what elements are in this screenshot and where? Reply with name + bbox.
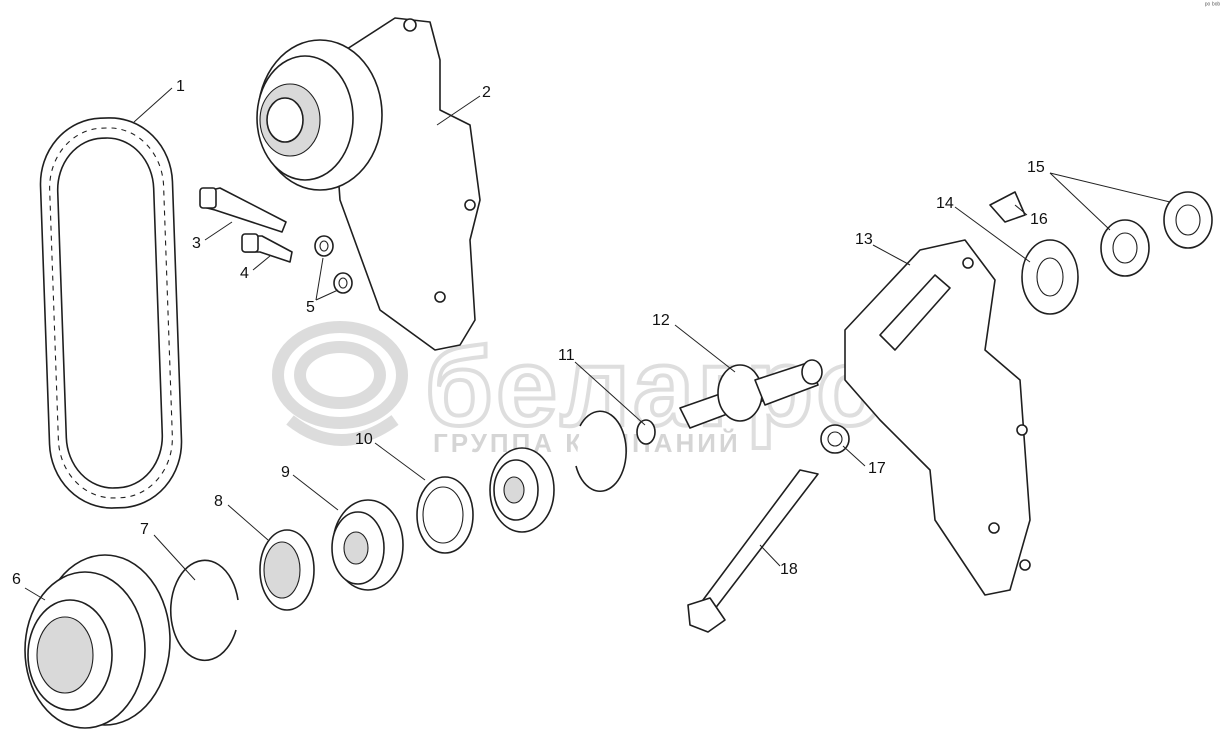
part-8-bushing (259, 529, 315, 611)
callout-8: 8 (214, 493, 223, 510)
callout-10: 10 (355, 431, 373, 448)
callout-9: 9 (281, 464, 290, 481)
callout-1: 1 (176, 78, 185, 95)
callout-4: 4 (240, 265, 249, 282)
callout-6: 6 (12, 571, 21, 588)
callout-13: 13 (855, 231, 873, 248)
part-18-long-bolt (687, 469, 819, 633)
callout-15: 15 (1027, 159, 1045, 176)
callout-12: 12 (652, 312, 670, 329)
part-12-axle (679, 359, 823, 429)
part-6-pulley (24, 554, 171, 729)
part-4-bolt (241, 233, 293, 263)
part-16-clip (989, 191, 1026, 223)
part-10-seal-ring (416, 476, 474, 554)
callout-7: 7 (140, 521, 149, 538)
callout-2: 2 (482, 84, 491, 101)
part-1-belt (39, 117, 183, 509)
leader-lines (24, 87, 1171, 601)
callout-3: 3 (192, 235, 201, 252)
part-13-mount-bracket (844, 239, 1031, 596)
part-14-washer (1021, 239, 1079, 315)
part-17-washer (820, 424, 850, 454)
part-11-snap-ring (575, 410, 656, 493)
callout-18: 18 (780, 561, 798, 578)
part-7-snap-ring (169, 559, 239, 662)
part-5-washers (314, 235, 353, 294)
callout-11: 11 (558, 347, 575, 364)
callout-14: 14 (936, 195, 954, 212)
part-9-bearing (331, 499, 404, 591)
callout-16: 16 (1030, 211, 1048, 228)
part-3-bolt (199, 187, 287, 233)
part-15-nuts (1100, 191, 1213, 277)
callout-5: 5 (306, 299, 315, 316)
part-2-tensioner-bracket (256, 17, 481, 351)
callout-17: 17 (868, 460, 886, 477)
callout-labels: 1 2 3 4 5 6 7 8 9 10 11 12 13 14 15 16 1… (12, 78, 1048, 588)
corner-mark: ᵖᵒ ᵇᵒᵇ (1204, 2, 1220, 9)
part-bearing-center (489, 447, 555, 533)
